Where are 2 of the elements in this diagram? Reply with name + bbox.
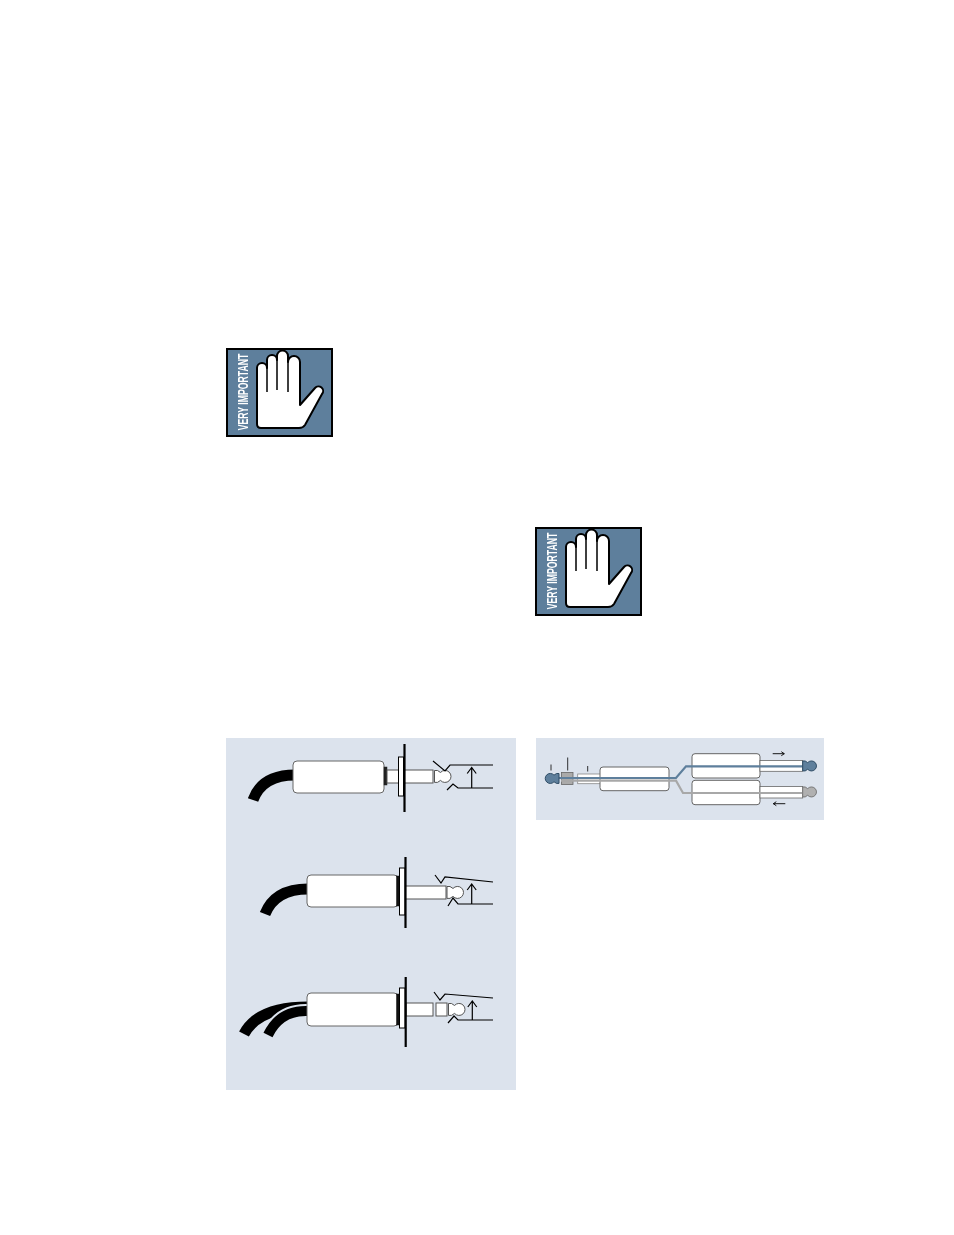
warning-label: VERY IMPORTANT	[545, 532, 558, 610]
warning-label: VERY IMPORTANT	[236, 353, 249, 431]
